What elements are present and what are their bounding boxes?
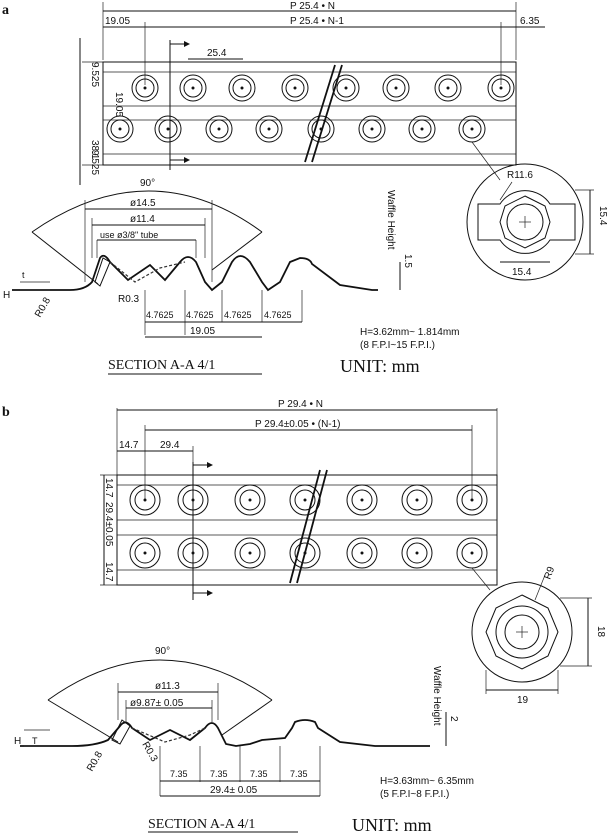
section-b-waffle: Waffle Height [431, 666, 442, 726]
section-a-profile [12, 190, 378, 292]
section-b-d-inner: ø9.87± 0.05 [130, 698, 184, 709]
section-a-d-outer: ø14.5 [130, 198, 156, 209]
section-a-seg-4: 4.7625 [264, 310, 292, 320]
dim-v-top: 9.525 [89, 62, 100, 87]
section-a-unit: UNIT: mm [340, 356, 420, 376]
section-a-waffle: Waffle Height [385, 190, 396, 250]
collar-row-bottom-b [129, 537, 488, 569]
collar-detail-a [466, 163, 584, 281]
collar-row-top-a [131, 74, 515, 102]
section-b-profile [20, 659, 430, 747]
section-b-r2: R0.3 [139, 740, 159, 764]
section-b-d-outer: ø11.3 [155, 681, 180, 692]
section-a-tube-note: use ø3/8" tube [100, 230, 158, 240]
section-b-r1: R0.8 [85, 749, 105, 773]
section-b-angle: 90° [155, 646, 170, 657]
section-a-d-inner: ø11.4 [130, 214, 155, 225]
section-b-seg-1: 7.35 [170, 769, 188, 779]
detail-b-width: 19 [517, 695, 529, 706]
dim-right-edge: 6.35 [520, 16, 540, 27]
dim-v-bottom: 9.525 [89, 150, 100, 175]
section-b-seg-3: 7.35 [250, 769, 268, 779]
section-b-seg-4: 7.35 [290, 769, 308, 779]
dim-b-v-top: 14.7 [103, 478, 114, 498]
section-b-total: 29.4± 0.05 [210, 785, 258, 796]
dim-v-total: 38.1 [89, 140, 100, 160]
section-a-r2: R0.3 [118, 294, 140, 305]
detail-a-radius: R11.6 [507, 170, 533, 181]
section-b-title: SECTION A-A 4/1 [148, 817, 255, 832]
dim-b-overall: P 29.4 • N [278, 399, 323, 410]
section-a-fpi: (8 F.P.I~15 F.P.I.) [360, 340, 435, 351]
dim-b-pitch: P 29.4±0.05 • (N-1) [255, 419, 341, 430]
section-a-waffle-val: 1.5 [402, 254, 413, 268]
section-a-seg-3: 4.7625 [224, 310, 252, 320]
section-b-t: T [32, 736, 38, 746]
collar-detail-b [471, 581, 573, 683]
dim-b-v-bottom: 14.7 [103, 562, 114, 582]
section-a-title: SECTION A-A 4/1 [108, 358, 215, 373]
dim-v-mid: 19.05 [113, 92, 124, 117]
fin-plate-a [102, 61, 517, 166]
section-a-h: H [3, 290, 10, 301]
section-a-total: 19.05 [190, 326, 215, 337]
detail-b-height: 18 [595, 626, 606, 638]
section-a-h-range: H=3.62mm~ 1.814mm [360, 327, 460, 338]
panel-a-label: a [2, 3, 9, 18]
dim-spacing: 25.4 [207, 48, 227, 59]
fin-plate-b [116, 474, 498, 586]
section-a-seg-2: 4.7625 [186, 310, 214, 320]
section-b-unit: UNIT: mm [352, 815, 432, 833]
section-b-seg-2: 7.35 [210, 769, 228, 779]
dim-b-spacing: 29.4 [160, 440, 180, 451]
section-b-fpi: (5 F.P.I~8 F.P.I.) [380, 789, 449, 800]
dim-b-left-edge: 14.7 [119, 440, 139, 451]
detail-a-width: 15.4 [512, 267, 532, 278]
panel-b-label: b [2, 405, 10, 420]
dim-pitch: P 25.4 • N-1 [290, 16, 344, 27]
detail-b-radius: R9 [542, 565, 557, 581]
detail-a-height: 15.4 [597, 206, 608, 226]
section-b-waffle-val: 2 [448, 716, 459, 722]
dim-left-edge: 19.05 [105, 16, 130, 27]
section-a-seg-1: 4.7625 [146, 310, 174, 320]
dim-overall: P 25.4 • N [290, 1, 335, 12]
section-b-h: H [14, 736, 21, 747]
section-a-r1: R0.8 [33, 295, 53, 319]
section-a-t: t [22, 270, 25, 280]
dim-b-v-mid: 29.4±0.05 [103, 502, 114, 547]
section-a-angle: 90° [140, 178, 155, 189]
collar-row-top-b [129, 484, 488, 516]
section-b-h-range: H=3.63mm~ 6.35mm [380, 776, 474, 787]
break-line [304, 64, 336, 163]
